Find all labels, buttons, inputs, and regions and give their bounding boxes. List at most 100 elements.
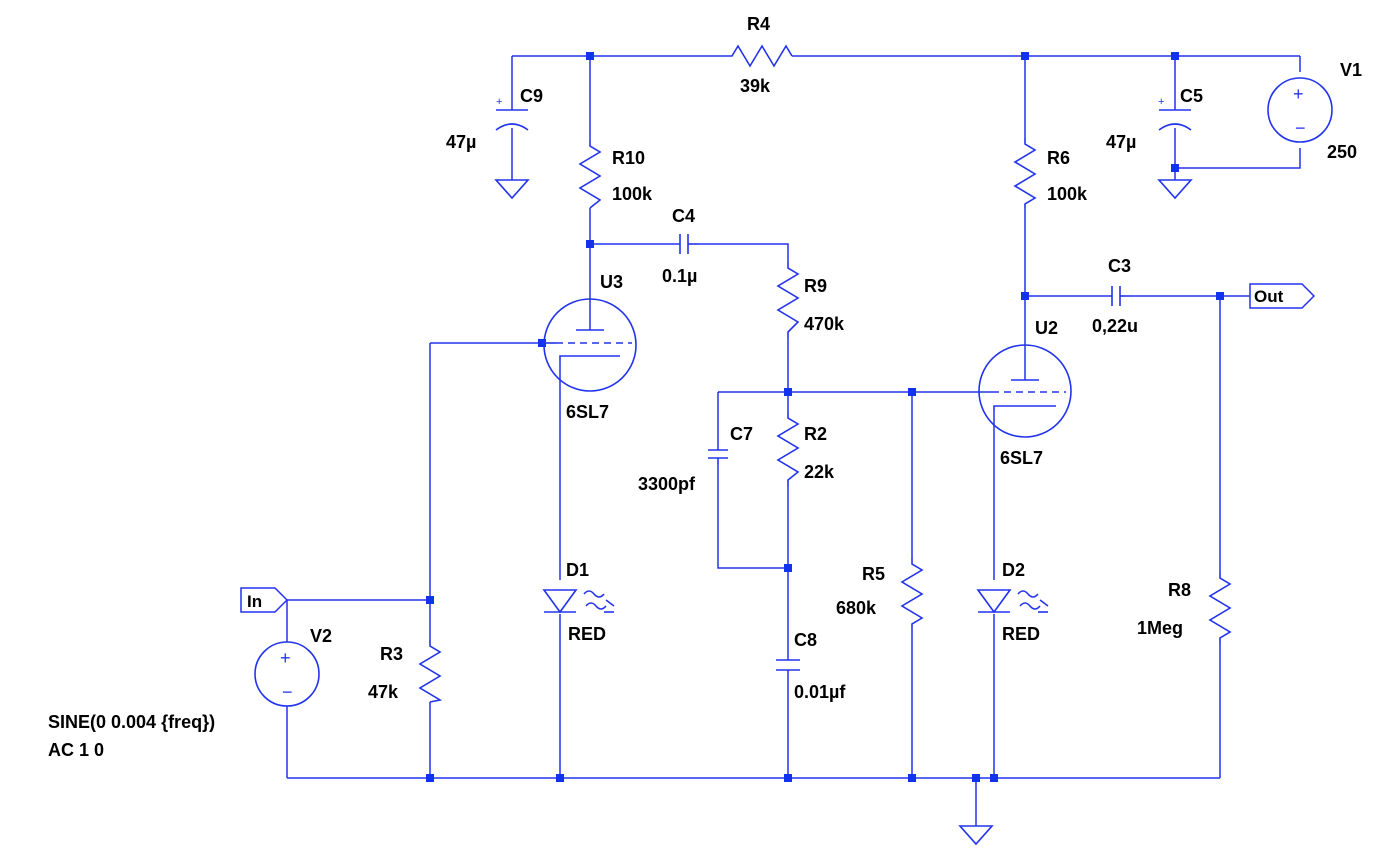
r4-ref: R4 [747, 14, 770, 34]
junction-dot [586, 52, 594, 60]
port-out[interactable]: Out [1249, 283, 1316, 309]
d1-ref: D1 [566, 560, 589, 580]
ground-icon [1157, 179, 1193, 200]
capacitor-c3[interactable]: C3 0,22u [1092, 256, 1138, 336]
junction-dot [1171, 164, 1179, 172]
v2-value-line2: AC 1 0 [48, 740, 104, 760]
light-wave-icon [585, 602, 607, 610]
c4-ref: C4 [672, 206, 695, 226]
plus-sign-icon: + [1158, 96, 1164, 108]
c8-value: 0.01µf [794, 682, 846, 702]
d2-ref: D2 [1002, 560, 1025, 580]
capacitor-c9[interactable]: + C9 47µ [446, 86, 543, 152]
resistor-r3[interactable]: R3 47k [368, 640, 443, 703]
u2-value: 6SL7 [1000, 448, 1043, 468]
c9-ref: C9 [520, 86, 543, 106]
r6-value: 100k [1047, 184, 1088, 204]
r9-value: 470k [804, 314, 845, 334]
minus-sign-icon: − [282, 682, 293, 702]
r8-ref: R8 [1168, 580, 1191, 600]
junction-dot [990, 774, 998, 782]
junction-dot [1171, 52, 1179, 60]
d2-value: RED [1002, 624, 1040, 644]
resistor-r6[interactable]: R6 100k [1013, 138, 1088, 208]
r3-ref: R3 [380, 644, 403, 664]
capacitor-c5[interactable]: + C5 47µ [1106, 86, 1203, 152]
ground-icon [494, 179, 530, 200]
wires [286, 55, 1301, 818]
u3-ref: U3 [600, 272, 623, 292]
r2-ref: R2 [804, 424, 827, 444]
c7-value: 3300pf [638, 474, 696, 494]
led-d1[interactable]: D1 RED [542, 560, 615, 644]
junction-dot [784, 564, 792, 572]
resistor-r8[interactable]: R8 1Meg [1137, 572, 1232, 644]
minus-sign-icon: − [1295, 118, 1306, 138]
resistor-r5[interactable]: R5 680k [836, 558, 924, 628]
capacitor-c7[interactable]: C7 3300pf [638, 424, 753, 494]
u3-value: 6SL7 [566, 402, 609, 422]
r5-ref: R5 [862, 564, 885, 584]
plus-sign-icon: + [280, 648, 291, 668]
resistor-r9[interactable]: R9 470k [776, 262, 845, 338]
ground-main [958, 818, 994, 846]
port-in[interactable]: In [240, 587, 289, 613]
r8-value: 1Meg [1137, 618, 1183, 638]
ground-c9 [494, 179, 530, 200]
junction-dot [426, 774, 434, 782]
c4-value: 0.1µ [662, 266, 697, 286]
resistor-r4[interactable]: R4 39k [726, 14, 793, 96]
junction-dot [972, 774, 980, 782]
tube-u2[interactable]: U2 6SL7 [978, 318, 1072, 468]
r10-value: 100k [612, 184, 653, 204]
junction-dot [586, 240, 594, 248]
d1-value: RED [568, 624, 606, 644]
resistor-r10[interactable]: R10 100k [578, 140, 653, 209]
junction-dot [1021, 52, 1029, 60]
r3-value: 47k [368, 682, 399, 702]
u2-ref: U2 [1035, 318, 1058, 338]
r4-value: 39k [740, 76, 771, 96]
voltage-source-v2[interactable]: + − V2 SINE(0 0.004 {freq}) AC 1 0 [48, 626, 332, 760]
c5-value: 47µ [1106, 132, 1136, 152]
junctions [426, 52, 1224, 782]
junction-dot [784, 774, 792, 782]
junction-dot [784, 388, 792, 396]
plus-sign-icon: + [496, 96, 502, 108]
c7-ref: C7 [730, 424, 753, 444]
c5-ref: C5 [1180, 86, 1203, 106]
junction-dot [908, 774, 916, 782]
v2-value-line1: SINE(0 0.004 {freq}) [48, 712, 215, 732]
junction-dot [1021, 292, 1029, 300]
junction-dot [1216, 292, 1224, 300]
c3-value: 0,22u [1092, 316, 1138, 336]
junction-dot [556, 774, 564, 782]
r5-value: 680k [836, 598, 877, 618]
tube-u3[interactable]: U3 6SL7 [542, 272, 637, 422]
c3-ref: C3 [1108, 256, 1131, 276]
ground-c5 [1157, 179, 1193, 200]
r10-ref: R10 [612, 148, 645, 168]
v2-ref: V2 [310, 626, 332, 646]
junction-dot [908, 388, 916, 396]
r6-ref: R6 [1047, 148, 1070, 168]
port-in-label: In [247, 592, 262, 611]
light-wave-icon [1017, 590, 1039, 598]
junction-dot [426, 596, 434, 604]
c9-value: 47µ [446, 132, 476, 152]
light-wave-icon [583, 590, 605, 598]
v1-value: 250 [1327, 142, 1357, 162]
light-wave-icon [1019, 602, 1041, 610]
v1-ref: V1 [1340, 60, 1362, 80]
resistor-r2[interactable]: R2 22k [776, 412, 835, 486]
ground-icon [958, 825, 994, 846]
r2-value: 22k [804, 462, 835, 482]
capacitor-c4[interactable]: C4 0.1µ [662, 206, 698, 286]
led-d2[interactable]: D2 RED [976, 560, 1049, 644]
plus-sign-icon: + [1293, 84, 1304, 104]
port-out-label: Out [1254, 287, 1284, 306]
capacitor-c8[interactable]: C8 0.01µf [776, 630, 846, 702]
voltage-source-v1[interactable]: + − V1 250 [1267, 60, 1362, 162]
r9-ref: R9 [804, 276, 827, 296]
